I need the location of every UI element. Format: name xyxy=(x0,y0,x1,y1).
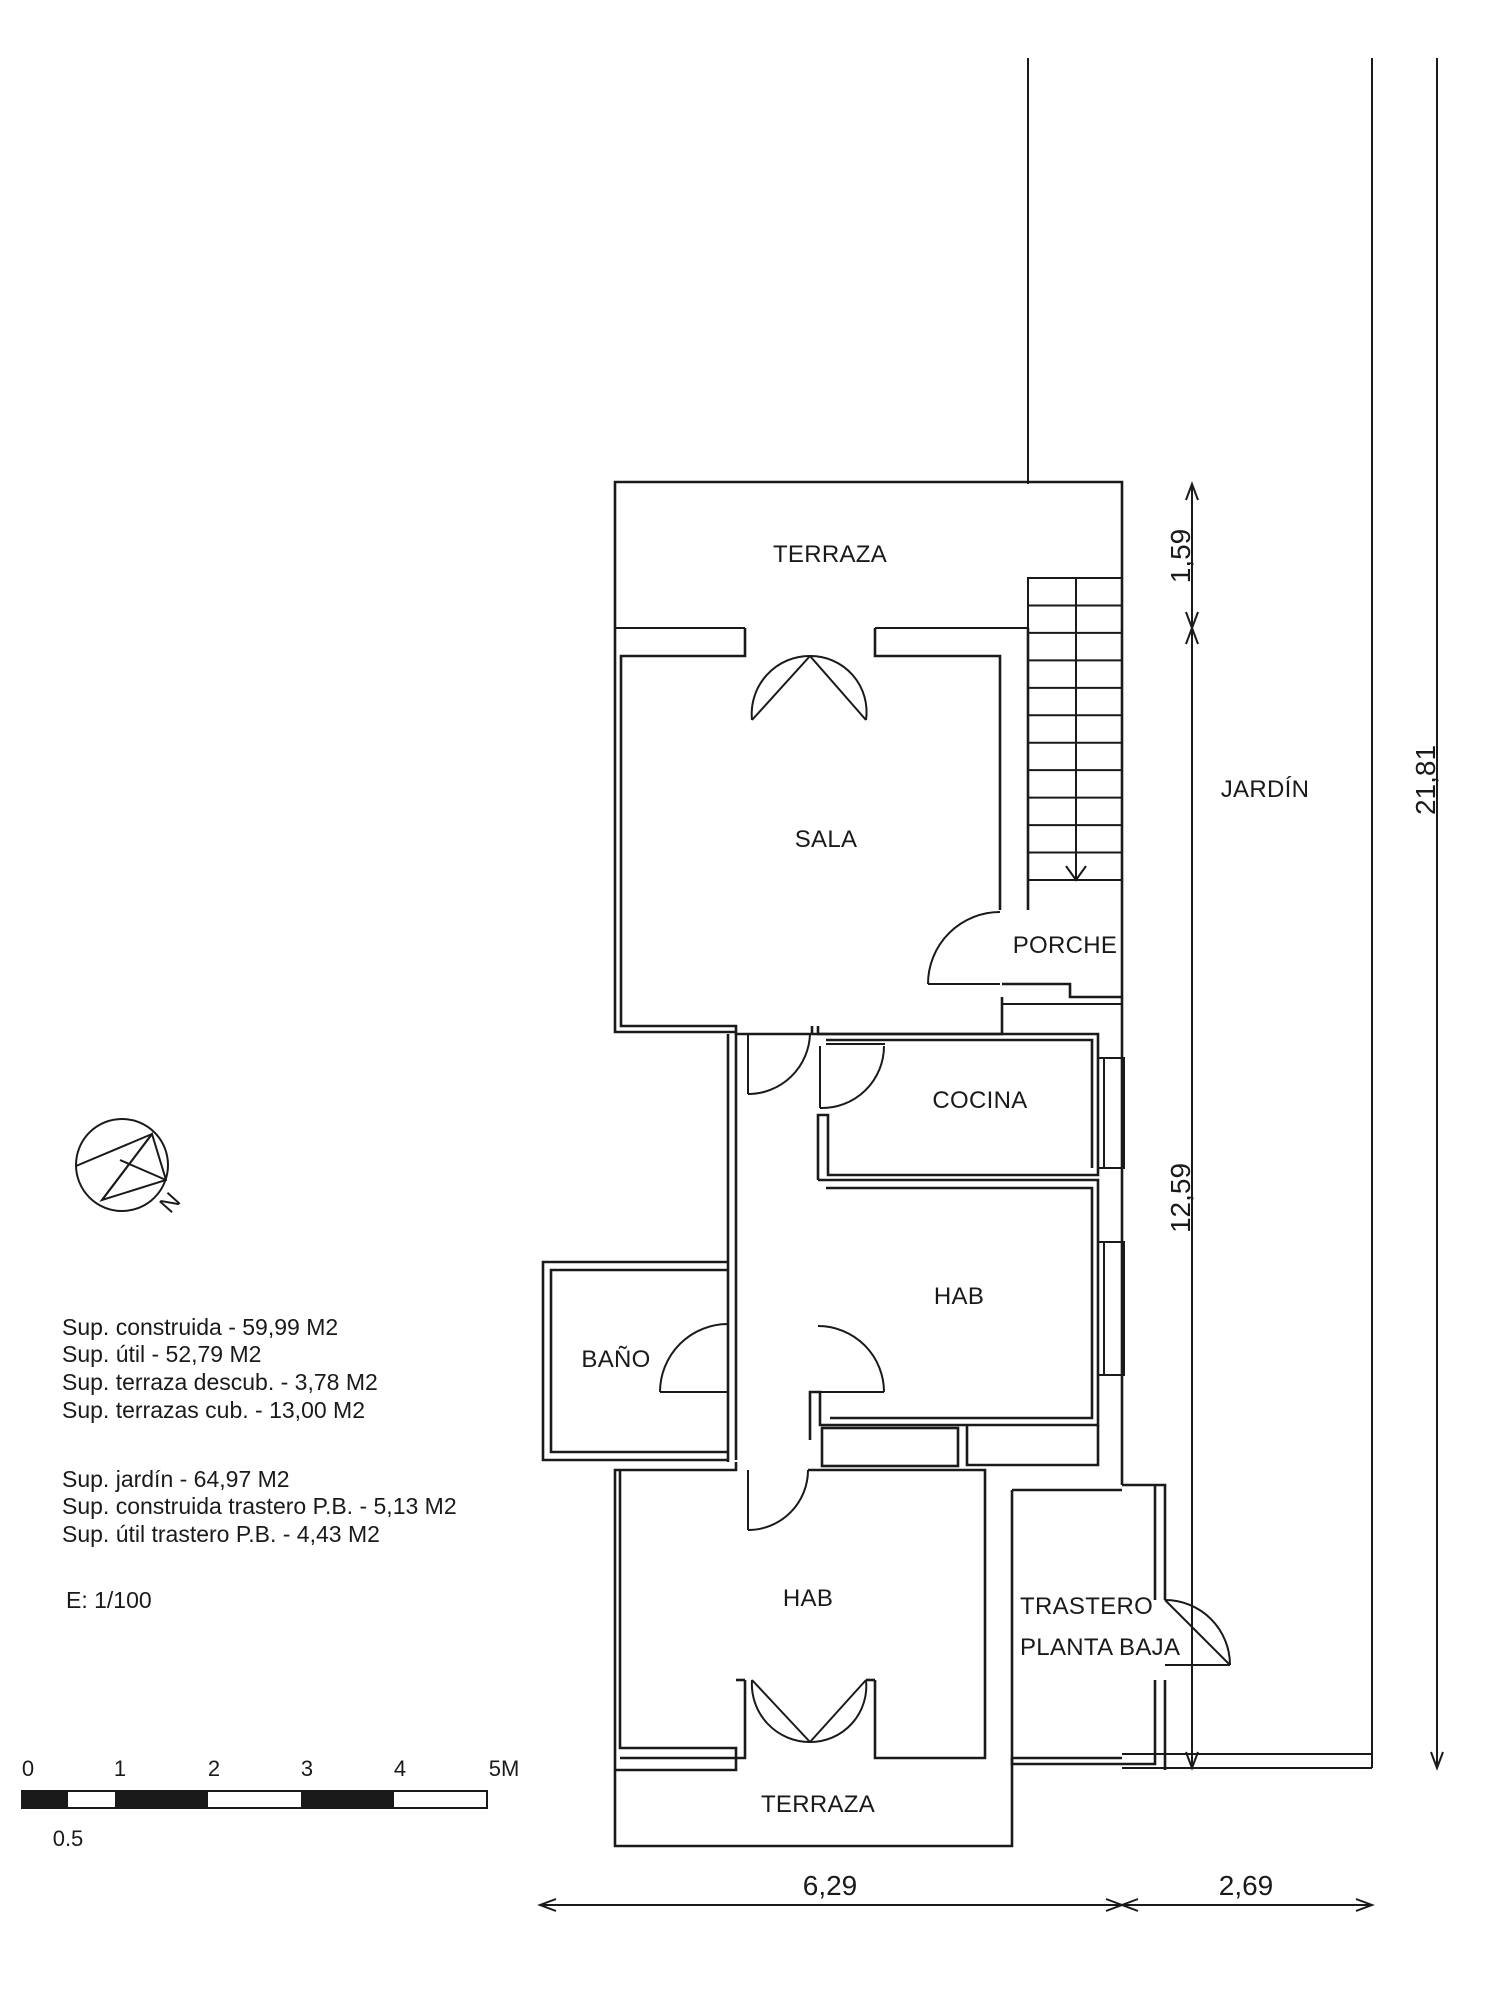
scale-ratio: E: 1/100 xyxy=(66,1587,152,1613)
dimension-vertical-house xyxy=(1185,481,1199,1771)
label-porche: PORCHE xyxy=(1013,932,1117,959)
label-hab-2: HAB xyxy=(783,1585,833,1612)
label-terraza-top: TERRAZA xyxy=(773,541,887,568)
label-hab-1: HAB xyxy=(934,1283,984,1310)
scale-tick-5: 5M xyxy=(489,1756,520,1781)
scale-bar: 0 1 2 3 4 5M 0.5 xyxy=(21,1756,520,1851)
north-compass xyxy=(75,1118,169,1212)
surface-construida-trastero: Sup. construida trastero P.B. - 5,13 M2 xyxy=(62,1493,457,1519)
dimension-horizontal xyxy=(537,1898,1375,1912)
surface-info: Sup. construida - 59,99 M2 Sup. útil - 5… xyxy=(62,1314,457,1613)
scale-tick-2: 2 xyxy=(208,1756,220,1781)
dimension-vertical-plot xyxy=(1430,58,1444,1771)
dim-plot-length: 21,81 xyxy=(1410,745,1441,815)
doors xyxy=(659,654,1231,1744)
kitchen xyxy=(816,1026,1125,1180)
scale-tick-1: 1 xyxy=(114,1756,126,1781)
surface-terrazas-cub: Sup. terrazas cub. - 13,00 M2 xyxy=(62,1397,365,1423)
staircase xyxy=(1027,577,1123,882)
dim-garden-width: 2,69 xyxy=(1219,1870,1274,1901)
dim-terraza-depth: 1,59 xyxy=(1165,529,1196,584)
label-trastero-1: TRASTERO xyxy=(1020,1593,1153,1620)
closet xyxy=(820,1426,960,1468)
surface-terraza-descub: Sup. terraza descub. - 3,78 M2 xyxy=(62,1369,378,1395)
surface-jardin: Sup. jardín - 64,97 M2 xyxy=(62,1466,290,1492)
bathroom xyxy=(541,1260,728,1462)
scale-tick-3: 3 xyxy=(301,1756,313,1781)
label-trastero-2: PLANTA BAJA xyxy=(1020,1634,1180,1661)
label-cocina: COCINA xyxy=(932,1087,1027,1114)
dim-house-length: 12,59 xyxy=(1165,1163,1196,1233)
scale-tick-4: 4 xyxy=(394,1756,406,1781)
label-bano: BAÑO xyxy=(581,1346,650,1373)
surface-construida: Sup. construida - 59,99 M2 xyxy=(62,1314,338,1340)
dim-house-width: 6,29 xyxy=(803,1870,858,1901)
label-terraza-bottom: TERRAZA xyxy=(761,1791,875,1818)
scale-tick-0: 0 xyxy=(22,1756,34,1781)
scale-half-label: 0.5 xyxy=(53,1826,84,1851)
corridor xyxy=(726,1026,814,1462)
bedroom-2 xyxy=(613,1462,987,1772)
label-sala: SALA xyxy=(795,826,858,853)
plot-boundary xyxy=(1027,58,1373,1769)
porch xyxy=(1002,556,1124,1485)
bedroom-1 xyxy=(808,1178,1125,1467)
terrace-bottom xyxy=(613,1758,1014,1848)
surface-util: Sup. útil - 52,79 M2 xyxy=(62,1341,261,1367)
storage-room xyxy=(1010,1483,1167,1770)
surface-util-trastero: Sup. útil trastero P.B. - 4,43 M2 xyxy=(62,1521,380,1547)
label-jardin: JARDÍN xyxy=(1221,776,1309,803)
terrace-top xyxy=(613,480,1124,629)
